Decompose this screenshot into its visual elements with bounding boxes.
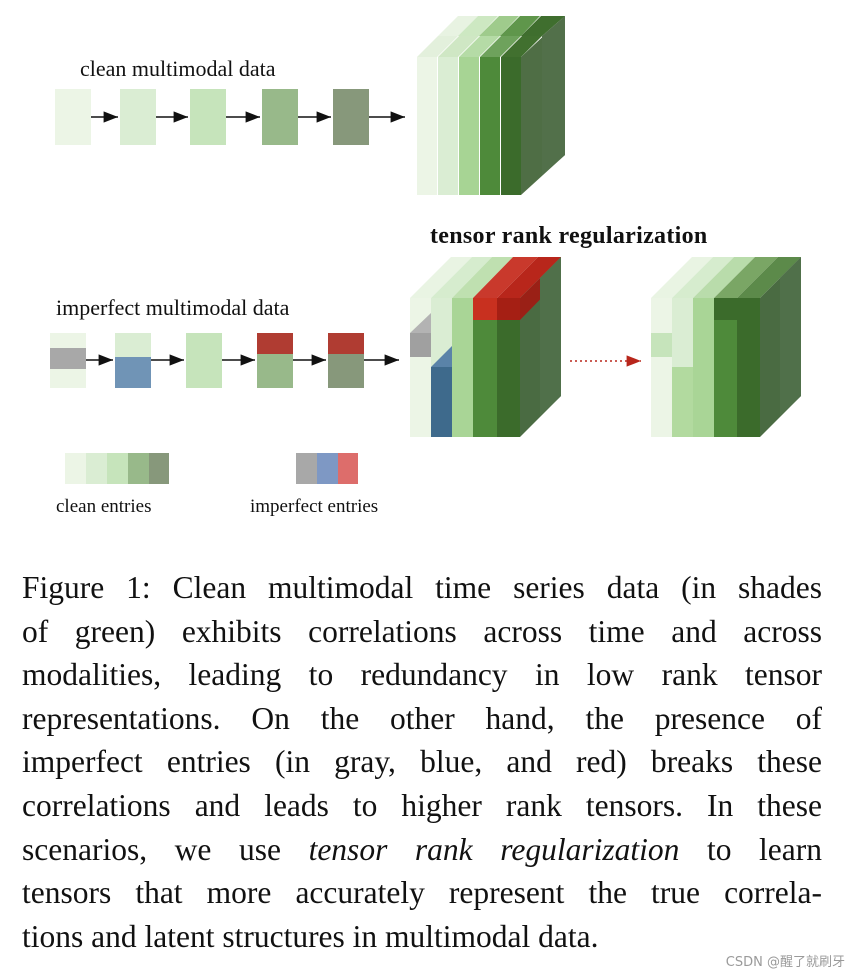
clean-tensor [417,16,565,195]
caption-line: tensors that more accurately represent t… [22,875,822,911]
clean-entries-label: clean entries [56,496,152,517]
caption-line: representations. On the other hand, the … [22,700,822,736]
imperfect-data-label: imperfect multimodal data [56,295,290,320]
clean-frame-5 [333,89,369,145]
caption-line: imperfect entries (in gray, blue, and re… [22,744,822,780]
caption-line: correlations and leads to higher rank te… [22,787,822,823]
clean-frame-4 [262,89,298,145]
legend-swatch [338,453,358,484]
legend-swatch [65,453,86,484]
clean-data-label: clean multimodal data [80,56,276,81]
clean-frame-3 [190,89,226,145]
figure-1: clean multimodal data tensor rank regula… [50,16,801,517]
legend-swatch [128,453,149,484]
figure-diagram [50,16,801,484]
caption-line: scenarios, we use tensor rank regulariza… [22,828,822,872]
caption-text: to learn [679,831,822,867]
imperfect-entries-label: imperfect entries [250,496,379,517]
regularization-label: tensor rank regularization [430,223,708,249]
caption-line: of green) exhibits correlations across t… [22,613,822,649]
imperfect-frame-3 [186,333,222,388]
caption-line: modalities, leading to redundancy in low… [22,657,822,693]
legend-swatch [107,453,128,484]
legend-swatch [149,453,169,484]
legend-swatch [317,453,338,484]
imperfect-entries-legend [296,453,358,484]
caption-emphasis: tensor rank regularization [308,831,680,867]
clean-frame-2 [120,89,156,145]
caption-line: tions and latent structures in multimoda… [22,918,599,954]
clean-frame-1 [55,89,91,145]
legend-swatch [296,453,317,484]
imperfect-sequence [50,333,399,388]
watermark: CSDN @醒了就刷牙 [725,955,845,970]
caption-line: Figure 1: Clean multimodal time series d… [22,570,822,605]
clean-sequence [55,89,405,145]
caption-text: scenarios, we use [22,831,309,867]
legend-swatch [86,453,107,484]
regularized-tensor [651,257,801,437]
imperfect-tensor [410,257,561,437]
figure-caption: Figure 1: Clean multimodal time series d… [22,566,822,958]
clean-entries-legend [65,453,169,484]
